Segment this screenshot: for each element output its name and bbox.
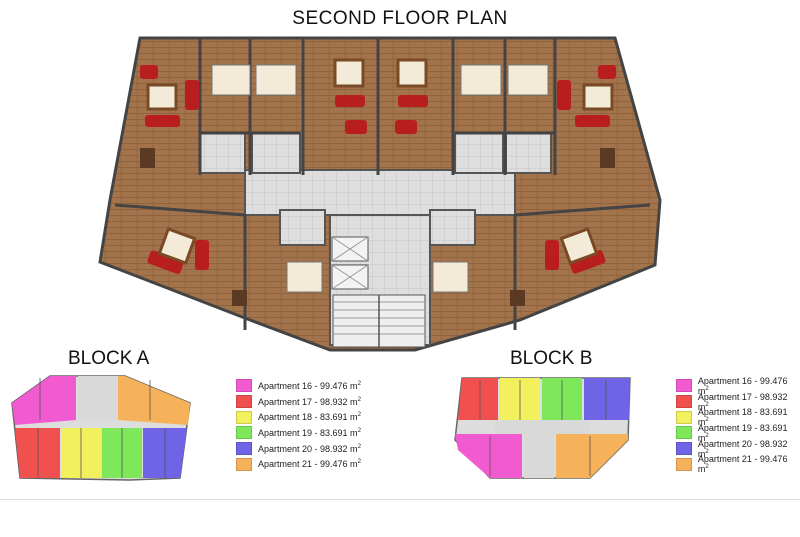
legend-item: Apartment 17 - 98.932 m2 xyxy=(676,391,800,412)
legend-unit-sup: 2 xyxy=(357,443,361,450)
legend-block-a: Apartment 16 - 99.476 m2 Apartment 17 - 9… xyxy=(236,378,361,472)
block-b-plan xyxy=(454,377,631,479)
legend-label: Apartment 16 - 99.476 m2 xyxy=(697,375,788,396)
legend-unit-sup: 2 xyxy=(357,427,361,434)
legend-item: Apartment 18 - 83.691 m2 xyxy=(236,409,361,425)
dining-tables xyxy=(140,148,615,306)
legend-swatch xyxy=(676,426,692,440)
legend-unit-sup: 2 xyxy=(357,396,361,403)
legend-unit-sup: 2 xyxy=(705,401,709,408)
legend-swatch xyxy=(676,442,692,456)
legend-unit-sup: 2 xyxy=(705,448,709,455)
beds xyxy=(211,64,549,293)
page-title: SECOND FLOOR PLAN xyxy=(292,8,508,29)
legend-label: Apartment 21 - 99.476 m2 xyxy=(258,459,361,470)
living-furniture xyxy=(140,65,616,274)
legend-label: Apartment 16 - 99.476 m2 xyxy=(258,380,361,391)
block-a-title: BLOCK A xyxy=(68,348,150,369)
interior-walls xyxy=(114,38,651,330)
legend-unit-sup: 2 xyxy=(705,417,709,424)
legend-unit-sup: 2 xyxy=(357,380,361,387)
legend-unit-sup: 2 xyxy=(357,459,361,466)
legend-unit-sup: 2 xyxy=(357,412,361,419)
bathrooms xyxy=(199,132,552,246)
legend-item: Apartment 18 - 83.691 m2 xyxy=(676,407,800,428)
legend-swatch xyxy=(236,379,252,393)
divider xyxy=(0,499,800,500)
legend-label: Apartment 19 - 83.691 m2 xyxy=(697,422,788,443)
legend-label: Apartment 19 - 83.691 m2 xyxy=(258,427,361,438)
legend-unit-sup: 2 xyxy=(705,432,709,439)
legend-swatch xyxy=(236,442,252,456)
legend-item: Apartment 19 - 83.691 m2 xyxy=(236,425,361,441)
legend-swatch xyxy=(236,457,252,471)
block-a-plan xyxy=(11,375,191,481)
legend-swatch xyxy=(236,410,252,424)
legend-item: Apartment 20 - 98.932 m2 xyxy=(676,438,800,459)
block-b-title: BLOCK B xyxy=(510,348,593,369)
legend-label: Apartment 18 - 83.691 m2 xyxy=(258,412,361,423)
legend-swatch xyxy=(676,395,692,409)
legend-swatch xyxy=(236,426,252,440)
legend-item: Apartment 16 - 99.476 m2 xyxy=(236,378,361,394)
legend-swatch xyxy=(676,379,692,393)
legend-unit-sup: 2 xyxy=(705,464,709,471)
legend-label: Apartment 17 - 98.932 m2 xyxy=(258,396,361,407)
rugs xyxy=(146,58,614,265)
legend-label: Apartment 17 - 98.932 m2 xyxy=(697,391,788,412)
legend-item: Apartment 19 - 83.691 m2 xyxy=(676,422,800,443)
legend-unit-sup: 2 xyxy=(705,385,709,392)
legend-label: Apartment 21 - 99.476 m2 xyxy=(697,454,788,475)
legend-item: Apartment 17 - 98.932 m2 xyxy=(236,394,361,410)
legend-item: Apartment 20 - 98.932 m2 xyxy=(236,441,361,457)
legend-label: Apartment 20 - 98.932 m2 xyxy=(697,438,788,459)
legend-swatch xyxy=(236,395,252,409)
legend-label: Apartment 20 - 98.932 m2 xyxy=(258,443,361,454)
main-floor-plan xyxy=(98,36,662,352)
legend-swatch xyxy=(676,410,692,424)
legend-item: Apartment 21 - 99.476 m2 xyxy=(236,456,361,472)
legend-label: Apartment 18 - 83.691 m2 xyxy=(697,407,788,428)
elevators xyxy=(331,236,369,290)
legend-item: Apartment 16 - 99.476 m2 xyxy=(676,375,800,396)
staircase xyxy=(332,294,426,348)
legend-item: Apartment 21 - 99.476 m2 xyxy=(676,454,800,475)
legend-swatch xyxy=(676,457,692,471)
